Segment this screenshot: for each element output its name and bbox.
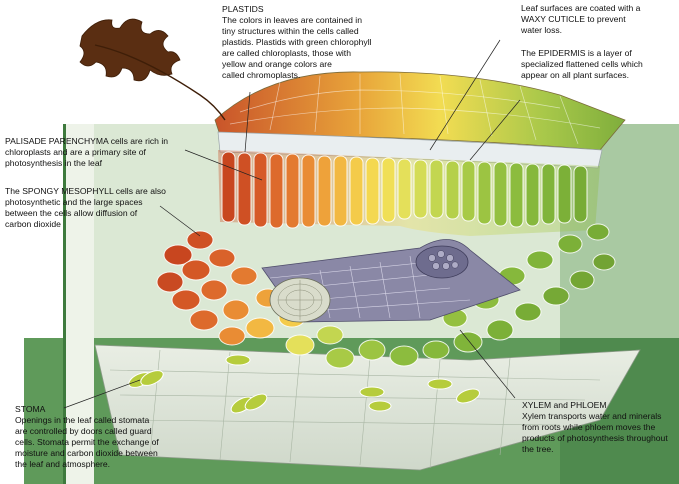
plastids-line-1: PLASTIDS bbox=[222, 4, 264, 14]
stoma-title: STOMA bbox=[15, 404, 46, 414]
xylem-line-1: Xylem transports water and minerals bbox=[522, 411, 662, 421]
epidermis-label: The EPIDERMIS is a layer of specialized … bbox=[521, 48, 643, 81]
stoma-line-3: cells. Stomata permit the exchange of bbox=[15, 437, 159, 447]
cuticle-line-3: water loss. bbox=[521, 25, 563, 35]
plastids-line-2: The colors in leaves are contained in bbox=[222, 15, 362, 25]
cuticle-line-1: Leaf surfaces are coated with a bbox=[521, 3, 641, 13]
spongy-line-1: The SPONGY MESOPHYLL cells are also bbox=[5, 186, 166, 196]
epidermis-line-1: The EPIDERMIS is a layer of bbox=[521, 48, 632, 58]
stoma-line-5: the leaf and atmosphere. bbox=[15, 459, 111, 469]
palisade-line-1: PALISADE PARENCHYMA cells are rich in bbox=[5, 136, 169, 146]
epidermis-line-3: appear on all plant surfaces. bbox=[521, 70, 629, 80]
palisade-line-2: chloroplasts and are a primary site of bbox=[5, 147, 146, 157]
stoma-line-4: moisture and carbon dioxide between bbox=[15, 448, 158, 458]
plastids-line-6: yellow and orange colors are bbox=[222, 59, 332, 69]
spongy-line-3: between the cells allow diffusion of bbox=[5, 208, 138, 218]
xylem-line-4: the tree. bbox=[522, 444, 554, 454]
plastids-line-5: are called chloroplasts, those with bbox=[222, 48, 351, 58]
stoma-line-1: Openings in the leaf called stomata bbox=[15, 415, 150, 425]
stoma-label: STOMA Openings in the leaf called stomat… bbox=[15, 404, 159, 470]
epidermis-line-2: specialized flattened cells which bbox=[521, 59, 643, 69]
xylem-phloem-label: XYLEM and PHLOEM Xylem transports water … bbox=[522, 400, 668, 455]
oak-leaf-icon bbox=[79, 18, 226, 121]
palisade-line-3: photosynthesis in the leaf bbox=[5, 158, 102, 168]
plastids-line-7: called chromoplasts. bbox=[222, 70, 301, 80]
spongy-label: The SPONGY MESOPHYLL cells are also phot… bbox=[5, 186, 166, 230]
xylem-line-3: products of photosynthesis throughout bbox=[522, 433, 668, 443]
xylem-line-2: from roots while phloem moves the bbox=[522, 422, 656, 432]
cuticle-label: Leaf surfaces are coated with a WAXY CUT… bbox=[521, 3, 640, 36]
spongy-line-2: photosynthetic and the large spaces bbox=[5, 197, 143, 207]
plastids-label: PLASTIDS The colors in leaves are contai… bbox=[222, 4, 372, 81]
stoma-line-2: are controlled by doors called guard bbox=[15, 426, 152, 436]
xylem-phloem-title: XYLEM and PHLOEM bbox=[522, 400, 607, 410]
plastids-line-3: tiny structures within the cells called bbox=[222, 26, 359, 36]
panel-pale-strip bbox=[64, 124, 94, 484]
cuticle-line-2: WAXY CUTICLE to prevent bbox=[521, 14, 626, 24]
panel-dark-edge bbox=[63, 124, 66, 484]
spongy-line-4: carbon dioxide bbox=[5, 219, 61, 229]
plastids-line-4: plastids. Plastids with green chlorophyl… bbox=[222, 37, 372, 47]
palisade-label: PALISADE PARENCHYMA cells are rich in ch… bbox=[5, 136, 168, 169]
